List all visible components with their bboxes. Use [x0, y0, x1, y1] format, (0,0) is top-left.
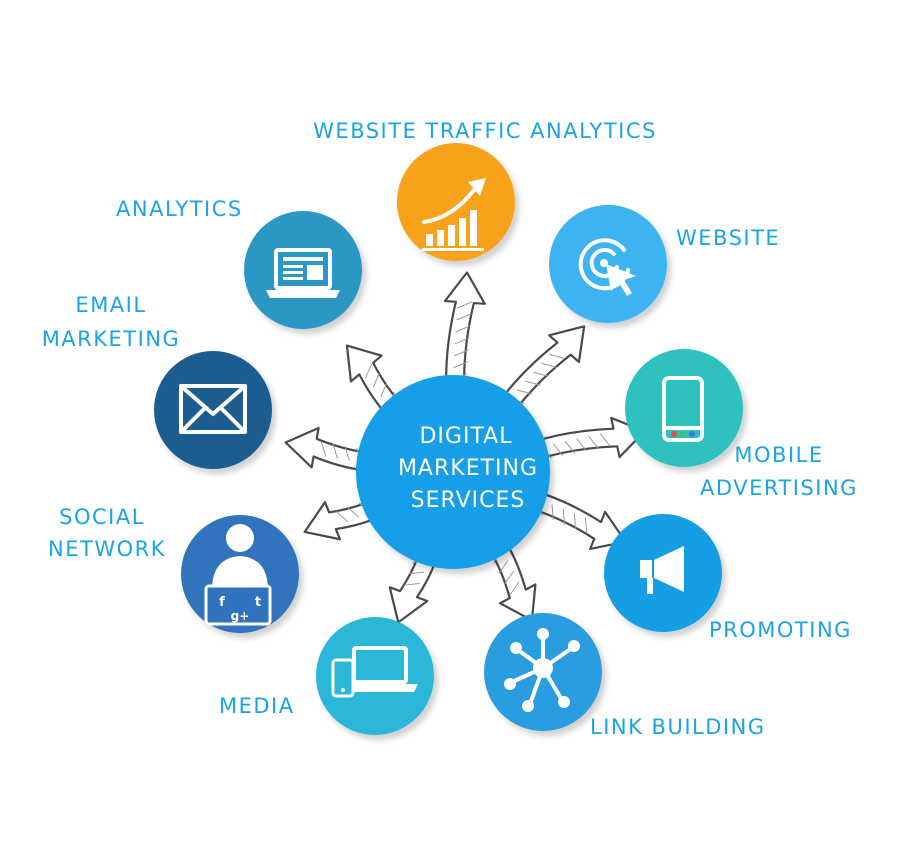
smartphone-icon: [662, 376, 704, 442]
arrow-hatch: [533, 371, 549, 377]
arrow-hatch: [576, 438, 587, 452]
arrow-hatch: [456, 313, 472, 321]
node-link: [484, 613, 602, 731]
arrow-hatch: [552, 443, 564, 457]
arrow-hatch: [504, 570, 515, 585]
arrow-hatch: [509, 581, 520, 595]
laptop-report-icon: [266, 248, 340, 298]
node-mobile: [625, 349, 743, 467]
node-analytics-circle: [244, 211, 362, 329]
hub-label-line-2: MARKETING: [398, 456, 538, 481]
label-link: LINK BUILDING: [590, 715, 766, 739]
growth-chart-icon: [422, 178, 486, 251]
node-mobile-circle: [625, 349, 743, 467]
arrow-hatch: [408, 571, 425, 575]
arrow-hatch: [457, 301, 473, 309]
arrow-hatch: [517, 389, 533, 395]
service-labels: WEBSITE TRAFFIC ANALYTICS WEBSITE MOBILE…: [42, 119, 858, 739]
node-website-circle: [549, 205, 667, 323]
arrow-hatch: [380, 382, 388, 398]
label-email-line-2: MARKETING: [42, 327, 181, 351]
label-traffic: WEBSITE TRAFFIC ANALYTICS: [313, 119, 657, 143]
label-website: WEBSITE: [676, 226, 780, 250]
network-nodes-icon: [504, 628, 580, 712]
node-email: [154, 351, 272, 469]
arrow-hatch: [347, 506, 360, 518]
node-website: [549, 205, 667, 323]
social-user-icon: f t g+: [204, 524, 272, 626]
node-media: [316, 617, 434, 735]
node-promoting: [604, 514, 722, 632]
twitter-icon: t: [255, 595, 261, 610]
arrow-hatch: [562, 508, 565, 525]
node-traffic: [397, 143, 515, 261]
facebook-icon: f: [219, 595, 225, 610]
arrow-hatch: [588, 435, 599, 449]
megaphone-icon: [640, 546, 684, 594]
arrow-hatch: [455, 325, 471, 333]
arrow-hatch: [320, 441, 327, 457]
envelope-icon: [179, 384, 247, 434]
arrow-hatch: [498, 560, 509, 574]
node-analytics: [244, 211, 362, 329]
arrow-hatch: [344, 445, 350, 461]
hub-label-line-3: SERVICES: [411, 488, 526, 513]
arrow-hatch: [573, 513, 577, 530]
label-promoting: PROMOTING: [709, 618, 852, 642]
node-email-circle: [154, 351, 272, 469]
label-mobile-line-1: MOBILE: [734, 443, 823, 467]
arrow-hatch: [564, 440, 576, 454]
arrow-hatch: [599, 433, 611, 447]
arrow-hatch: [404, 582, 420, 586]
arrow-hatch: [454, 337, 470, 345]
arrow-hatch: [453, 361, 468, 369]
arrow-hatch: [364, 363, 373, 379]
node-social: f t g+: [181, 515, 299, 633]
arrow-hatch: [453, 349, 469, 357]
hub-circle: DIGITAL MARKETING SERVICES: [356, 375, 550, 569]
label-media: MEDIA: [219, 694, 295, 718]
arrow-hatch: [549, 353, 565, 360]
label-social-line-1: SOCIAL: [59, 505, 145, 529]
label-email-line-1: EMAIL: [75, 293, 146, 317]
hub-label-line-1: DIGITAL: [419, 424, 512, 449]
arrow-hatch: [332, 443, 339, 459]
target-cursor-icon: [578, 238, 636, 296]
arrow-hatch: [336, 511, 349, 523]
arrow-hatch: [525, 380, 541, 386]
label-social-line-2: NETWORK: [48, 537, 166, 561]
arrow-hatch: [584, 517, 588, 534]
label-mobile-line-2: ADVERTISING: [700, 476, 858, 500]
label-analytics: ANALYTICS: [116, 197, 243, 221]
arrow-hatch: [551, 504, 554, 521]
arrow-hatch: [372, 373, 380, 388]
devices-icon: [331, 646, 418, 698]
google-plus-icon: g+: [231, 609, 250, 623]
arrow-hatch: [541, 362, 557, 368]
node-traffic-circle: [397, 143, 515, 261]
service-nodes: f t g+: [154, 143, 743, 735]
